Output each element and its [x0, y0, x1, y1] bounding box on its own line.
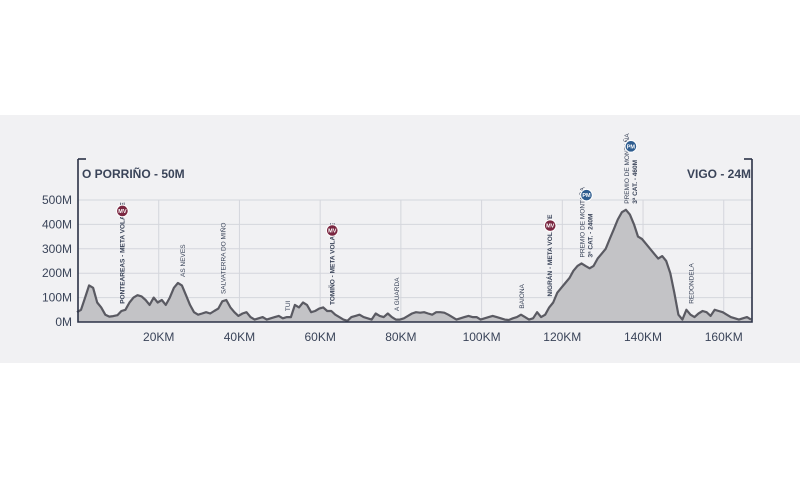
badge-circle-0 — [116, 204, 129, 218]
y-tick-label-1: 100M — [42, 291, 72, 305]
x-tick-label-3: 80KM — [385, 330, 416, 344]
badge-circle-8 — [580, 188, 593, 202]
annotation-label-4: TOMIÑO - META VOLANTE — [327, 222, 336, 305]
y-tick-label-2: 200M — [42, 266, 72, 280]
y-tick-label-4: 400M — [42, 217, 72, 231]
annotation-label-5: A GUARDA — [394, 277, 401, 311]
y-tick-label-0: 0M — [55, 315, 72, 329]
x-tick-label-4: 100KM — [463, 330, 501, 344]
elevation-ridge-line — [76, 208, 752, 322]
annotation-label-2: SALVATERRA DO MIÑO — [218, 223, 227, 295]
badge-label-0: MV — [118, 209, 127, 215]
annotation-label-9: PREMIO DE MONTAÑA — [622, 133, 631, 204]
axis-frame — [77, 159, 753, 323]
x-tick-label-7: 160KM — [705, 330, 743, 344]
elevation-area — [78, 209, 752, 322]
badge-circle-7 — [543, 219, 557, 232]
annotation-label-3: TUI — [285, 300, 292, 311]
end-label: VIGO - 24M — [687, 167, 751, 181]
badge-circle-9 — [624, 140, 638, 153]
annotation-label-6: BAIONA — [519, 283, 526, 308]
badge-label-8: PM — [582, 193, 591, 199]
annotation-label-7: NIGRÁN - META VOLANTE — [545, 214, 554, 297]
axes-group: 0M 100M 200M 300M 400M 500M 20KM 40KM 60KM 80KM 10… — [42, 158, 753, 344]
annotation-sublabel-8: 3ª CAT. - 240M — [587, 214, 594, 258]
y-tick-label-5: 500M — [42, 193, 72, 207]
annotation-sublabel-9: 3ª CAT. - 460M — [632, 160, 639, 204]
x-tick-label-6: 140KM — [624, 330, 662, 344]
badge-label-7: MV — [546, 224, 555, 230]
badge-label-4: MV — [328, 229, 337, 235]
annotation-label-1: AS NEVES — [180, 244, 187, 277]
profile-area-group — [76, 208, 752, 322]
x-tick-label-2: 60KM — [304, 330, 335, 344]
y-tick-label-3: 300M — [42, 242, 72, 256]
badge-circle-4 — [325, 224, 339, 237]
annotation-label-0: PONTEAREAS - META VOLANTE — [119, 202, 126, 304]
start-label: O PORRIÑO - 50M — [82, 166, 185, 181]
annotation-label-10: REDONDELA — [688, 263, 695, 304]
x-tick-label-5: 120KM — [543, 330, 581, 344]
badge-label-9: PM — [627, 144, 636, 150]
x-tick-label-1: 40KM — [224, 330, 255, 344]
x-tick-label-0: 20KM — [143, 330, 174, 344]
annotation-label-8: PREMIO DE MONTAÑA — [577, 186, 586, 257]
